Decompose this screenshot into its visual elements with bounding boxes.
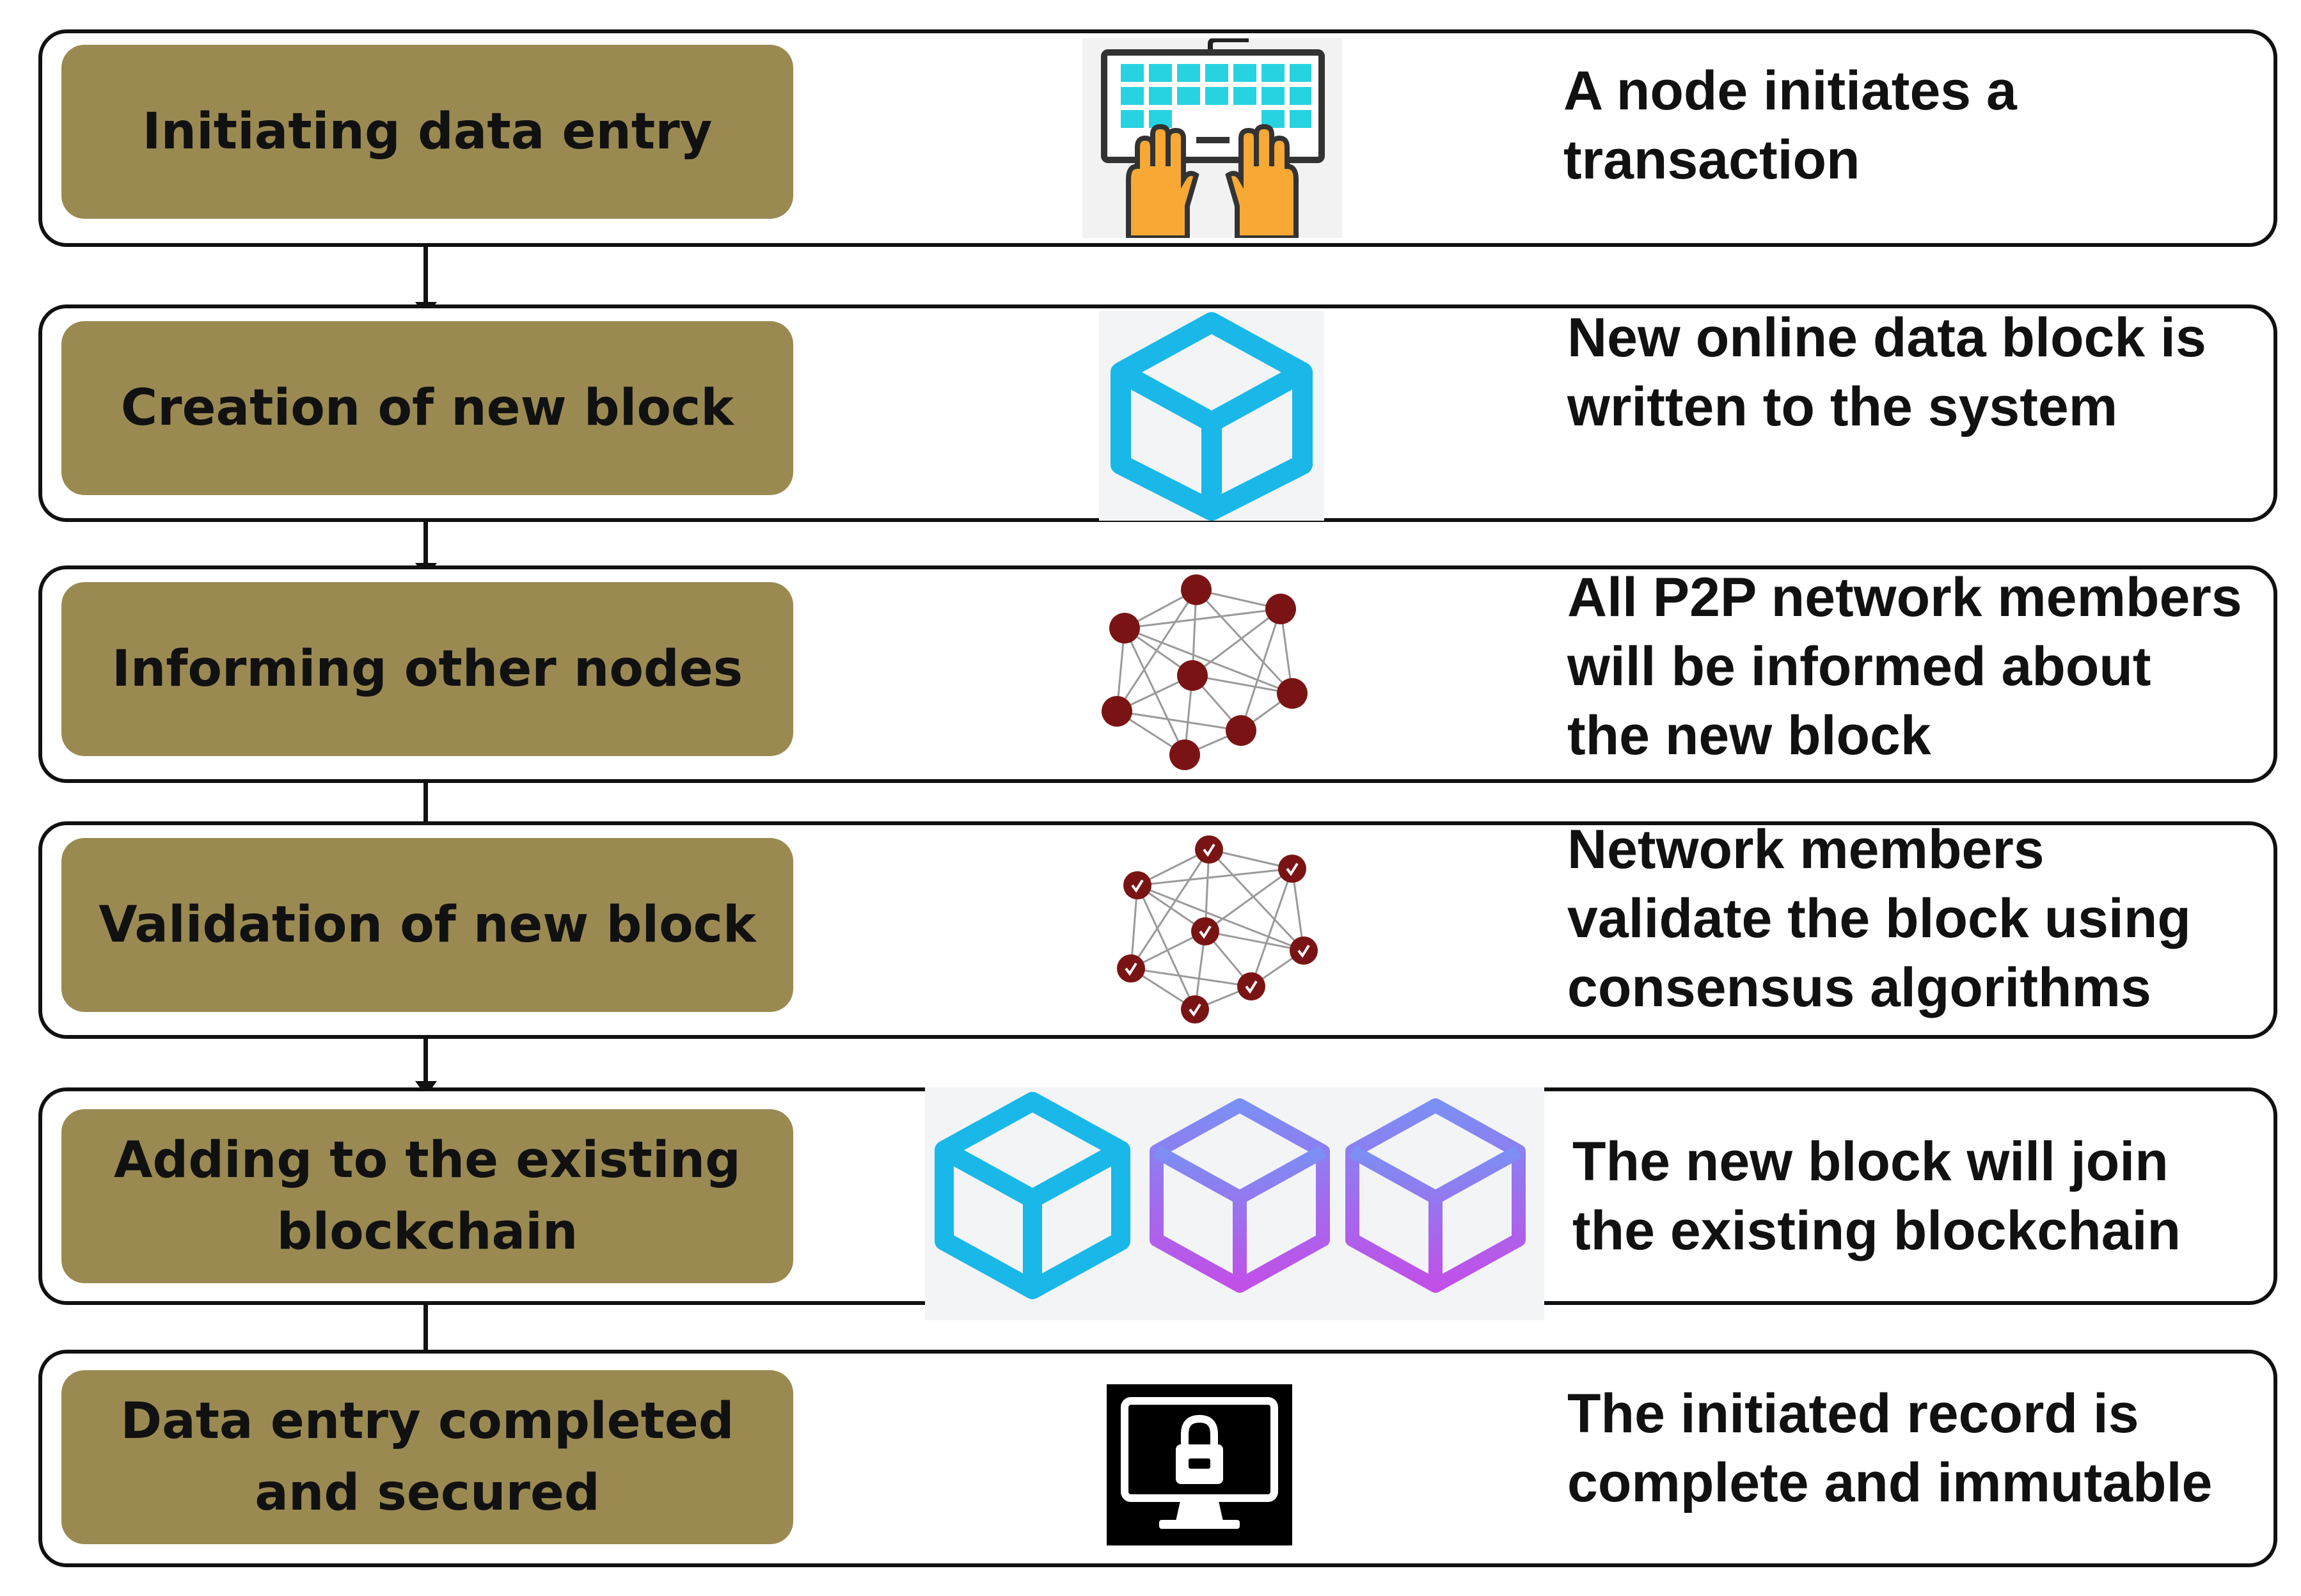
connector-line-1 (423, 232, 428, 302)
step-label-creation: Creation of new block (61, 321, 793, 495)
locked-monitor-icon (1107, 1384, 1292, 1545)
step-description-6: The initiated record is complete and imm… (1567, 1383, 2213, 1513)
validated-network-icon (1117, 835, 1318, 1023)
connector-line-3 (423, 756, 428, 832)
step-label-completed: Data entry completed and secured (61, 1370, 793, 1544)
connector-line-5 (423, 1282, 428, 1352)
step-label-initiating: Initiating data entry (61, 45, 793, 219)
network-icon (1102, 574, 1308, 770)
connector-line-2 (423, 493, 428, 563)
step-description-5: The new block will join the existing blo… (1572, 1131, 2181, 1261)
step-label-validation: Validation of new block (61, 838, 793, 1012)
step-label-adding: Adding to the existing blockchain (61, 1109, 793, 1283)
step-label-informing: Informing other nodes (61, 582, 793, 756)
cube-icon (1099, 311, 1324, 521)
step-description-4: Network members validate the block using… (1567, 819, 2191, 1018)
keyboard-hands-icon (1082, 38, 1342, 238)
step-description-1: A node initiates a transaction (1563, 60, 2017, 191)
connector-line-4 (423, 1011, 428, 1081)
blockchain-cubes-icon (925, 1087, 1544, 1320)
step-description-3: All P2P network members will be informed… (1567, 567, 2242, 766)
step-description-2: New online data block is written to the … (1567, 307, 2206, 438)
